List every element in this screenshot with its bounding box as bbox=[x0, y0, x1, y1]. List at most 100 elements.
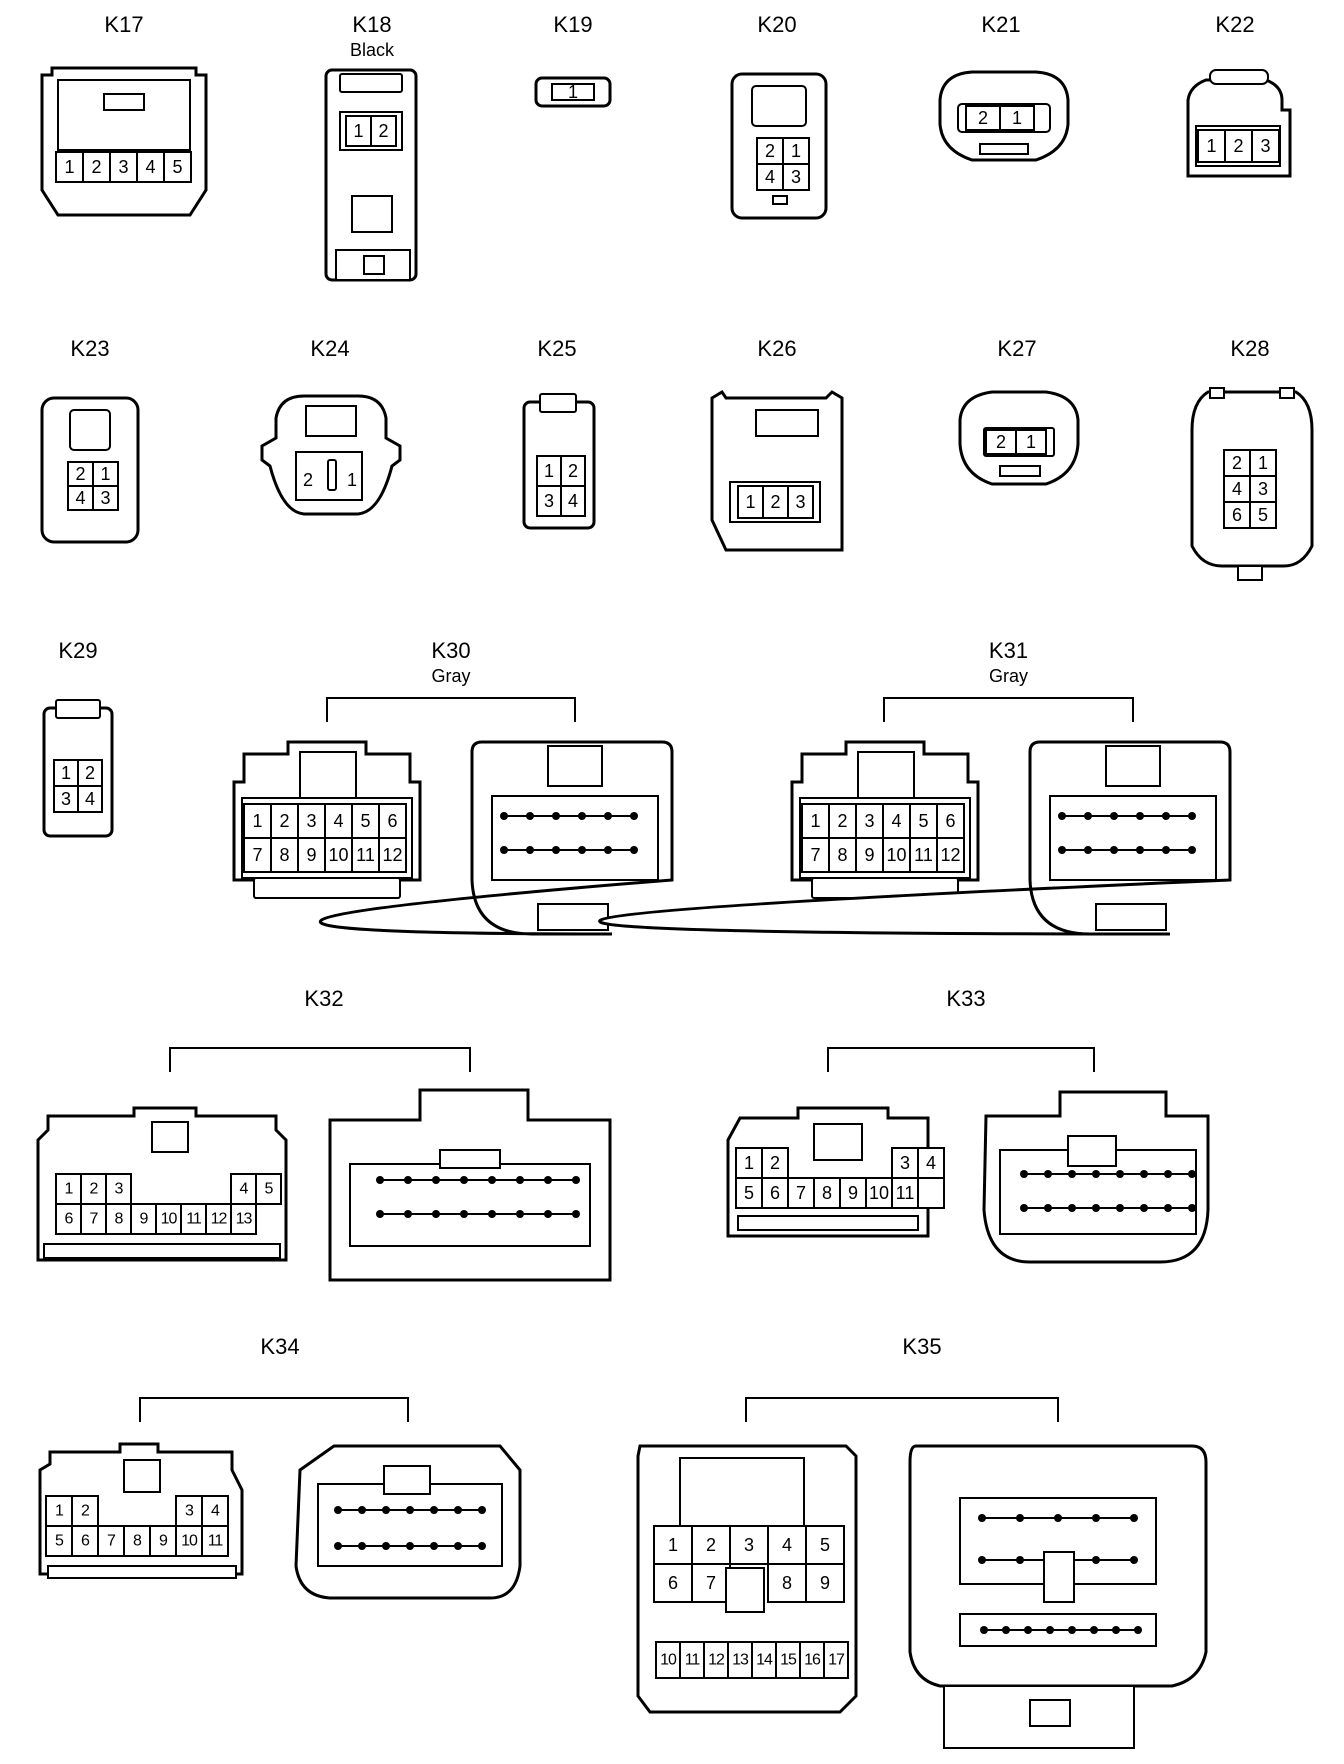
pin-number: 12 bbox=[211, 1211, 228, 1228]
pin-number: 2 bbox=[978, 108, 988, 128]
pin-cell bbox=[1015, 429, 1047, 455]
connector-label: K20 bbox=[757, 12, 796, 37]
pin-cell bbox=[255, 1173, 282, 1205]
pair-bracket bbox=[326, 697, 576, 722]
pin-number: 3 bbox=[864, 811, 874, 831]
pin-number: 3 bbox=[1260, 136, 1270, 156]
pin-number: 12 bbox=[708, 1652, 725, 1669]
pin-cell bbox=[828, 837, 857, 873]
pin-number: 17 bbox=[828, 1652, 845, 1669]
pair-bracket bbox=[883, 697, 1134, 722]
latch bbox=[339, 73, 403, 93]
pin-number: 1 bbox=[252, 811, 262, 831]
pin-cell bbox=[782, 163, 810, 191]
base-slot bbox=[363, 255, 385, 275]
base bbox=[253, 877, 401, 899]
pin-number: 8 bbox=[782, 1573, 792, 1593]
pin-number: 4 bbox=[240, 1181, 249, 1198]
pin-number: 11 bbox=[914, 845, 933, 865]
pin-number: 6 bbox=[668, 1573, 678, 1593]
base bbox=[47, 1565, 237, 1579]
pin-number: 8 bbox=[822, 1183, 832, 1203]
pin-number: 13 bbox=[236, 1211, 253, 1228]
pin-number: 4 bbox=[891, 811, 901, 831]
pin-number: 5 bbox=[918, 811, 928, 831]
pin-cell bbox=[787, 485, 814, 519]
pin-cell bbox=[823, 1641, 849, 1679]
pin-number: 3 bbox=[1258, 479, 1268, 499]
pin-frame bbox=[551, 83, 595, 101]
pin-number: 2 bbox=[90, 1181, 99, 1198]
center-key bbox=[327, 459, 337, 491]
pin-number: 2 bbox=[91, 157, 101, 177]
pin-number: 1 bbox=[55, 1503, 64, 1520]
pin-number: 2 bbox=[837, 811, 847, 831]
pin-number: 10 bbox=[660, 1652, 677, 1669]
pin-cell bbox=[53, 785, 79, 813]
latch bbox=[439, 1149, 501, 1169]
pin-cell bbox=[917, 1147, 945, 1179]
pin-cell bbox=[155, 1203, 182, 1235]
pin-cell bbox=[560, 485, 586, 517]
pin-number: 7 bbox=[810, 845, 820, 865]
connector-label: K32 bbox=[304, 986, 343, 1011]
lock bbox=[299, 751, 357, 803]
pin-cell bbox=[917, 1177, 945, 1209]
latch bbox=[55, 699, 101, 719]
pin-number: 4 bbox=[782, 1535, 792, 1555]
pin-number: 2 bbox=[378, 121, 388, 141]
pin-number: 11 bbox=[208, 1533, 224, 1550]
pin-cell bbox=[756, 163, 784, 191]
pin-number: 3 bbox=[544, 491, 554, 511]
pin-cell bbox=[1197, 129, 1226, 163]
pin-number: 6 bbox=[1232, 505, 1242, 525]
pin-cell bbox=[735, 1177, 763, 1209]
pin-number: 10 bbox=[886, 845, 906, 865]
pin-cell bbox=[345, 115, 372, 147]
pin-cell bbox=[560, 455, 586, 487]
pin-number: 11 bbox=[896, 1183, 915, 1203]
pair-bracket bbox=[169, 1047, 471, 1072]
pin-cell bbox=[201, 1525, 229, 1557]
pin-number: 2 bbox=[765, 141, 775, 161]
pin-number: 5 bbox=[820, 1535, 830, 1555]
pin-cell bbox=[865, 1177, 893, 1209]
pin-cell bbox=[175, 1525, 203, 1557]
latch bbox=[979, 143, 1029, 155]
pin-number: 4 bbox=[85, 789, 95, 809]
terminal-frame bbox=[317, 1483, 503, 1567]
pin-number: 3 bbox=[100, 488, 110, 508]
pin-number: 4 bbox=[145, 157, 155, 177]
pin-number: 4 bbox=[211, 1503, 220, 1520]
color-note: Gray bbox=[431, 666, 470, 686]
key bbox=[772, 195, 788, 205]
latch bbox=[383, 1465, 431, 1495]
pin-number: 4 bbox=[765, 167, 775, 187]
pin-cell bbox=[767, 1563, 807, 1603]
pin-number: 8 bbox=[115, 1211, 124, 1228]
pin-number: 1 bbox=[1012, 108, 1022, 128]
pin-number: 2 bbox=[303, 470, 313, 490]
pin-number: 1 bbox=[668, 1535, 678, 1555]
pin-number: 2 bbox=[770, 492, 780, 512]
connector-label: K29 bbox=[58, 638, 97, 663]
pair-bracket bbox=[745, 1397, 1059, 1422]
pin-number: 4 bbox=[926, 1153, 936, 1173]
pin-number: 11 bbox=[685, 1652, 701, 1669]
pin-cell bbox=[999, 105, 1035, 131]
pin-number: 4 bbox=[75, 488, 85, 508]
pin-number: 12 bbox=[382, 845, 402, 865]
lock bbox=[751, 85, 807, 127]
pin-number: 2 bbox=[706, 1535, 716, 1555]
pin-cell bbox=[727, 1641, 753, 1679]
pin-number: 3 bbox=[795, 492, 805, 512]
pin-number: 4 bbox=[333, 811, 343, 831]
color-note: Gray bbox=[989, 666, 1028, 686]
pin-cell bbox=[813, 1177, 841, 1209]
pin-cell bbox=[805, 1563, 845, 1603]
lock bbox=[547, 745, 603, 787]
pin-number: 2 bbox=[81, 1503, 90, 1520]
pin-cell bbox=[761, 1177, 789, 1209]
pin-number: 1 bbox=[61, 763, 71, 783]
